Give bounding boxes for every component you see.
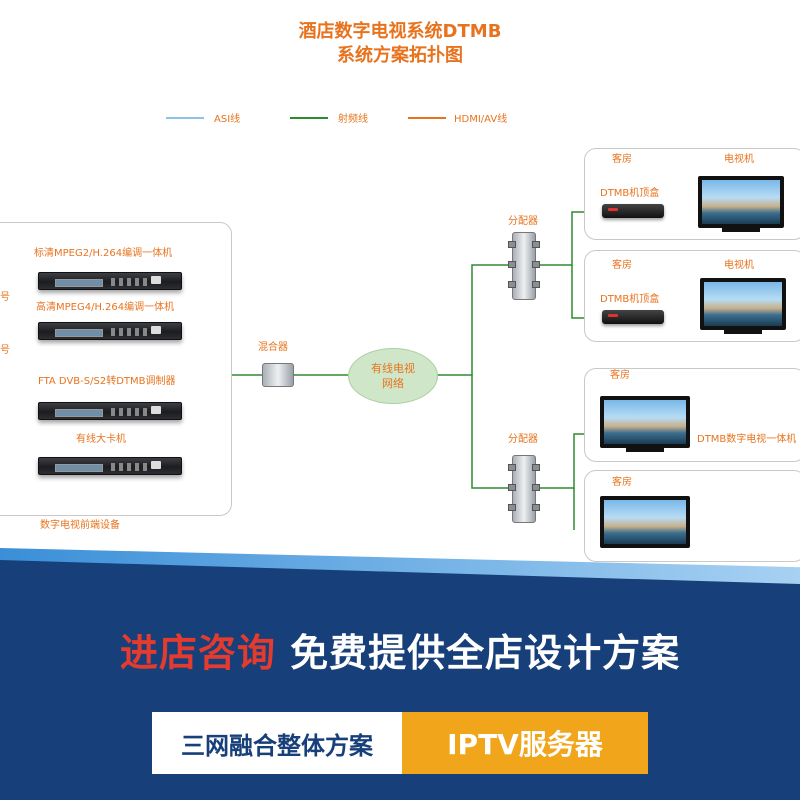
stb-label-1: DTMB机顶盒 — [600, 188, 660, 199]
rack-device-hd-encoder — [38, 322, 182, 340]
stb-label-2: DTMB机顶盒 — [600, 294, 660, 305]
tv-1 — [698, 176, 784, 228]
set-top-box-1 — [602, 204, 664, 218]
rack-device-sd-encoder — [38, 272, 182, 290]
banner-highlight: 进店咨询 — [119, 631, 276, 675]
room-label-1: 客房 — [612, 154, 632, 165]
rack-device-cable-receiver — [38, 457, 182, 475]
network-label-line2: 网络 — [382, 377, 404, 390]
rack-device-dvbs-modulator — [38, 402, 182, 420]
banner-headline: 进店咨询 免费提供全店设计方案 — [0, 622, 800, 677]
tv-stand-3 — [626, 448, 664, 452]
tv-label-2: 电视机 — [724, 260, 754, 271]
tag-converged-network-solution: 三网融合整体方案 — [152, 712, 402, 774]
banner-headline-text: 免费提供全店设计方案 — [290, 631, 681, 675]
room-label-2: 客房 — [612, 260, 632, 271]
tv-4 — [600, 496, 690, 548]
room-label-3: 客房 — [610, 370, 630, 381]
device-label-hd-encoder: 高清MPEG4/H.264编调一体机 — [36, 302, 175, 313]
tv-label-1: 电视机 — [724, 154, 754, 165]
splitter-label-2: 分配器 — [508, 434, 538, 445]
cut-input-label-1: 号 — [0, 292, 10, 303]
legend-asi-line — [166, 117, 204, 119]
head-end-label: 数字电视前端设备 — [40, 520, 120, 531]
cable-tv-network: 有线电视 网络 — [348, 348, 438, 404]
device-label-cable-receiver: 有线大卡机 — [76, 434, 126, 445]
tv-stand-2 — [724, 330, 762, 334]
legend-rf-line — [290, 117, 328, 119]
device-label-dvbs-modulator: FTA DVB-S/S2转DTMB调制器 — [38, 376, 176, 387]
splitter-label-1: 分配器 — [508, 216, 538, 227]
splitter-device-1 — [508, 232, 540, 300]
tag-iptv-server: IPTV服务器 — [402, 712, 648, 774]
tv-2 — [700, 278, 786, 330]
tv-stand-1 — [722, 228, 760, 232]
cut-input-label-2: 号 — [0, 345, 10, 356]
set-top-box-2 — [602, 310, 664, 324]
diagram-title: 酒店数字电视系统DTMB — [298, 21, 502, 42]
legend-asi-label: ASI线 — [214, 114, 241, 125]
legend-rf-label: 射频线 — [338, 114, 368, 125]
device-label-sd-encoder: 标清MPEG2/H.264编调一体机 — [34, 248, 173, 259]
splitter-device-2 — [508, 455, 540, 523]
diagram-subtitle: 系统方案拓扑图 — [337, 45, 463, 66]
network-label-line1: 有线电视 — [371, 362, 415, 375]
mixer-label: 混合器 — [258, 342, 288, 353]
tv-label-3: DTMB数字电视一体机 — [697, 434, 797, 445]
legend-hdmi-label: HDMI/AV线 — [454, 114, 508, 125]
legend-hdmi-line — [408, 117, 446, 119]
mixer-device — [262, 363, 294, 387]
tv-3 — [600, 396, 690, 448]
room-label-4: 客房 — [612, 477, 632, 488]
